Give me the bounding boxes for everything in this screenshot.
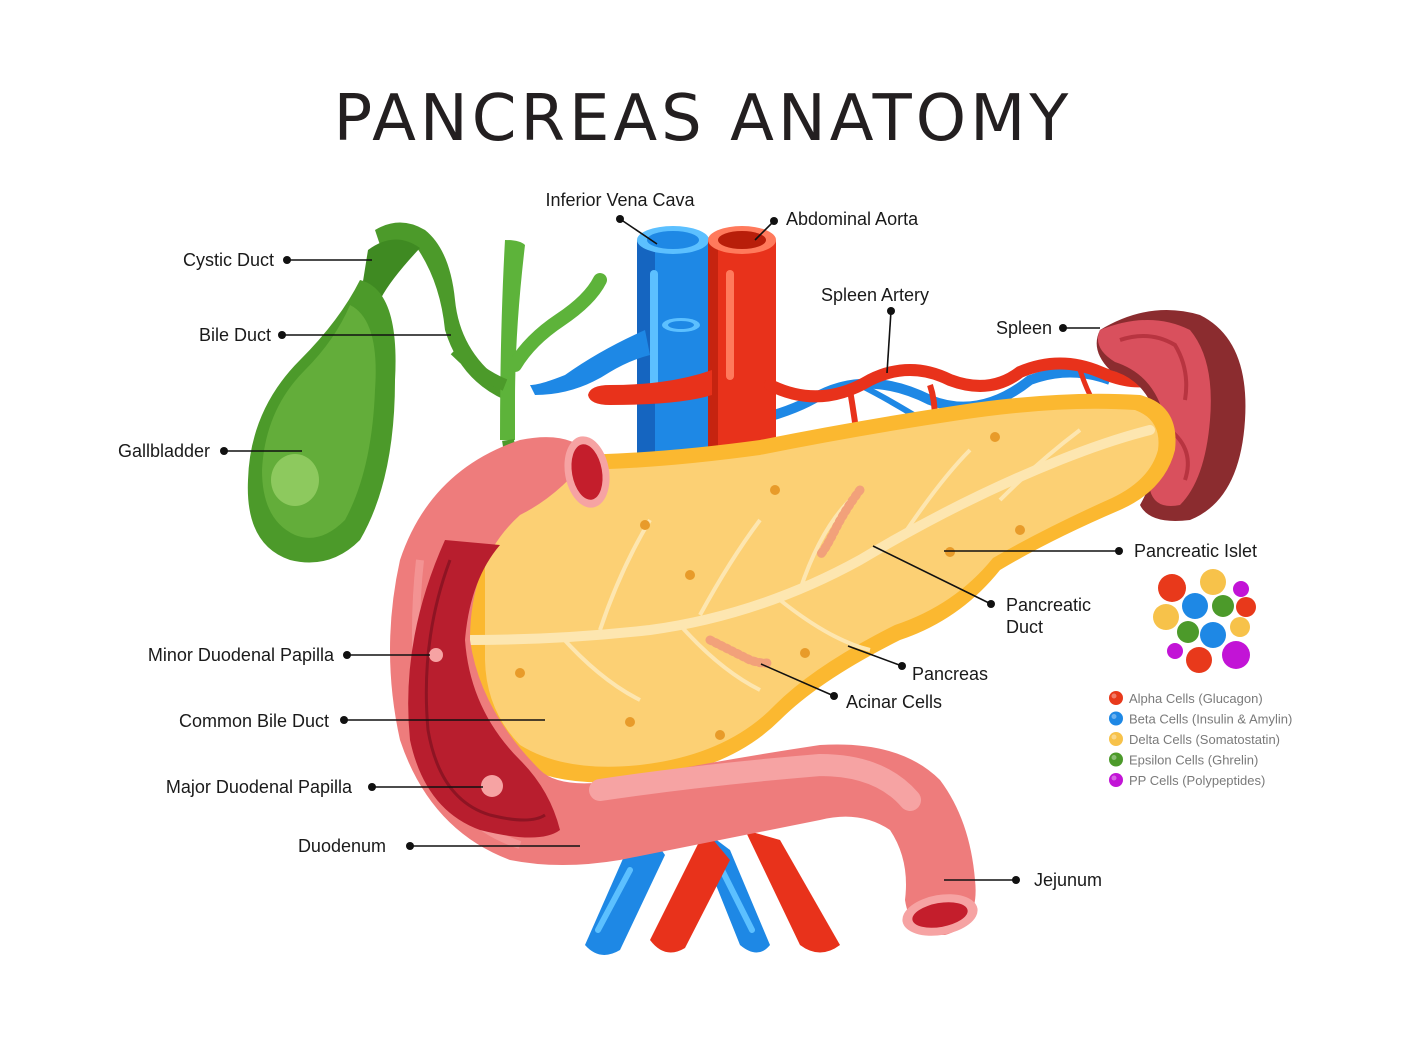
label-cystic-duct: Cystic Duct	[183, 250, 372, 270]
legend-item: Epsilon Cells (Ghrelin)	[1109, 752, 1258, 768]
label-abdominal-aorta-text: Abdominal Aorta	[786, 209, 919, 229]
legend-swatch	[1109, 711, 1123, 726]
label-spleen-text: Spleen	[996, 318, 1052, 338]
label-pancreatic-islet: Pancreatic Islet	[944, 541, 1257, 561]
label-bile-duct-text: Bile Duct	[199, 325, 271, 345]
pancreatic-islet-cluster	[1153, 569, 1256, 673]
page-title: PANCREAS ANATOMY	[334, 82, 1073, 156]
gallbladder-and-ducts	[247, 222, 607, 774]
legend-label: Epsilon Cells (Ghrelin)	[1129, 753, 1258, 768]
label-acinar-cells-text: Acinar Cells	[846, 692, 942, 712]
label-major-duodenal-papilla: Major Duodenal Papilla	[166, 777, 483, 797]
abdominal-aorta	[588, 226, 1156, 480]
legend-item: Alpha Cells (Glucagon)	[1109, 691, 1263, 706]
label-pancreatic-duct-text-2: Duct	[1006, 617, 1043, 637]
legend-label: Beta Cells (Insulin & Amylin)	[1129, 712, 1292, 727]
label-jejunum-text: Jejunum	[1034, 870, 1102, 890]
duodenum-and-jejunum	[390, 436, 978, 936]
label-spleen-artery: Spleen Artery	[821, 285, 929, 374]
label-pancreatic-islet-text: Pancreatic Islet	[1134, 541, 1257, 561]
legend-label: PP Cells (Polypeptides)	[1129, 773, 1265, 788]
anatomy-artwork	[247, 222, 1256, 955]
label-minor-duodenal-papilla-text: Minor Duodenal Papilla	[148, 645, 335, 665]
legend-item: Beta Cells (Insulin & Amylin)	[1109, 711, 1292, 727]
label-duodenum-text: Duodenum	[298, 836, 386, 856]
legend-swatch	[1109, 691, 1123, 705]
legend-item: Delta Cells (Somatostatin)	[1109, 732, 1280, 747]
legend-item: PP Cells (Polypeptides)	[1109, 773, 1265, 788]
legend-swatch	[1109, 773, 1123, 787]
label-bile-duct: Bile Duct	[199, 325, 451, 345]
label-pancreatic-duct-text-1: Pancreatic	[1006, 595, 1091, 615]
label-minor-duodenal-papilla: Minor Duodenal Papilla	[148, 645, 430, 665]
label-spleen: Spleen	[996, 318, 1100, 338]
label-spleen-artery-text: Spleen Artery	[821, 285, 929, 305]
label-pancreas: Pancreas	[847, 645, 988, 684]
legend-label: Delta Cells (Somatostatin)	[1129, 732, 1280, 747]
labels: Inferior Vena Cava Abdominal Aorta Splee…	[118, 190, 1257, 890]
label-major-duodenal-papilla-text: Major Duodenal Papilla	[166, 777, 353, 797]
label-jejunum: Jejunum	[944, 870, 1102, 890]
legend-swatch	[1109, 752, 1123, 767]
inferior-vena-cava	[530, 226, 1112, 480]
label-acinar-cells: Acinar Cells	[760, 663, 942, 712]
label-duodenum: Duodenum	[298, 836, 580, 856]
label-cystic-duct-text: Cystic Duct	[183, 250, 274, 270]
label-common-bile-duct: Common Bile Duct	[179, 711, 545, 731]
label-pancreatic-duct: Pancreatic Duct	[872, 545, 1091, 637]
label-abdominal-aorta: Abdominal Aorta	[754, 209, 919, 241]
legend-swatch	[1109, 732, 1123, 746]
pancreas	[465, 393, 1176, 783]
label-pancreas-text: Pancreas	[912, 664, 988, 684]
label-common-bile-duct-text: Common Bile Duct	[179, 711, 329, 731]
label-gallbladder-text: Gallbladder	[118, 441, 210, 461]
label-inferior-vena-cava: Inferior Vena Cava	[545, 190, 696, 245]
legend-label: Alpha Cells (Glucagon)	[1129, 691, 1263, 706]
label-inferior-vena-cava-text: Inferior Vena Cava	[545, 190, 695, 210]
cell-legend: Alpha Cells (Glucagon) Beta Cells (Insuli…	[1109, 691, 1292, 788]
label-gallbladder: Gallbladder	[118, 441, 302, 461]
